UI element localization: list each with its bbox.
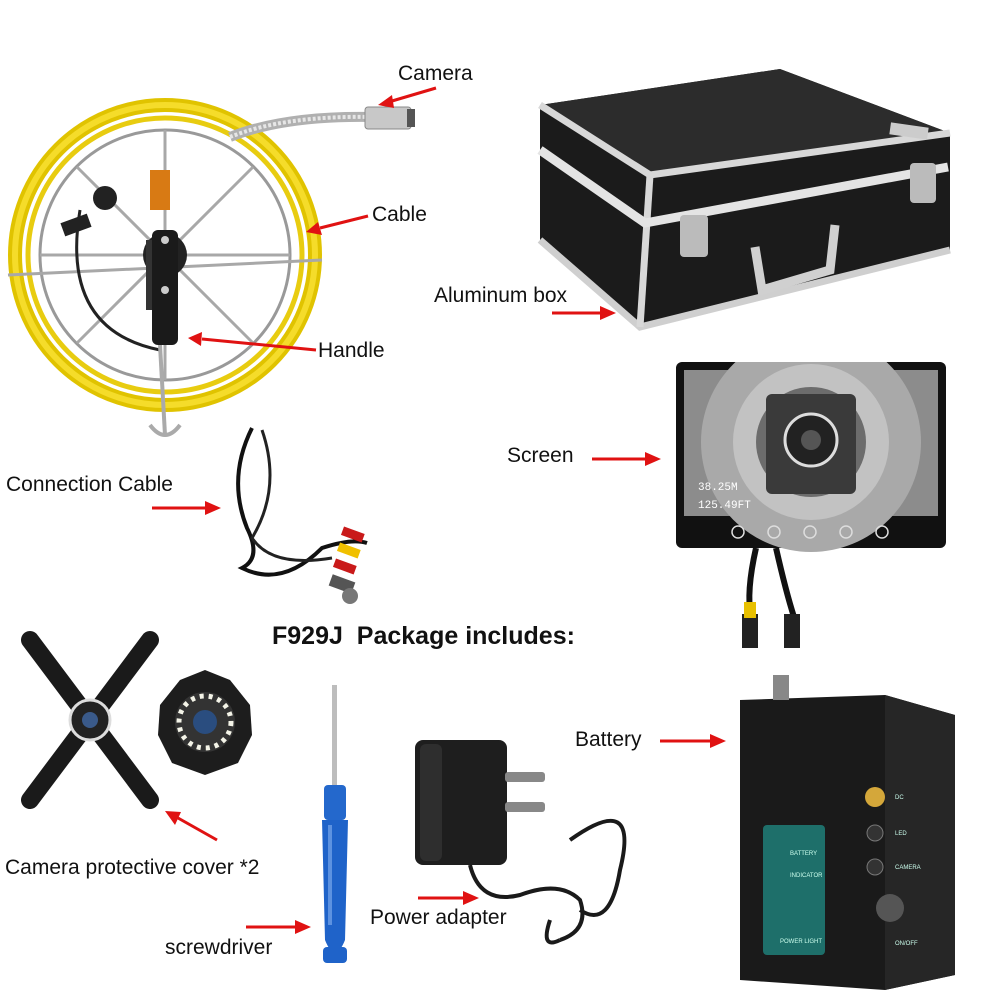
panel-indicator: INDICATOR xyxy=(790,873,823,879)
power-adapter-image xyxy=(415,740,627,945)
label-aluminum-box: Aluminum box xyxy=(434,284,568,307)
panel-side-onoff: ON/OFF xyxy=(895,941,918,947)
connection-cable-image xyxy=(236,427,368,604)
arrow-handle xyxy=(188,332,317,352)
osd-meters: 38.25M xyxy=(698,482,738,494)
label-connection-cable: Connection Cable xyxy=(6,473,173,496)
label-screen: Screen xyxy=(507,444,574,467)
arrow-screen xyxy=(592,452,661,466)
arrow-protective-cover xyxy=(165,811,218,842)
monitor-image: 38.25M 125.49FT xyxy=(676,362,946,648)
arrow-connection-cable xyxy=(152,501,221,515)
label-cable: Cable xyxy=(372,203,427,226)
label-screwdriver: screwdriver xyxy=(165,936,273,959)
arrow-battery xyxy=(660,734,726,748)
arrow-camera xyxy=(378,86,437,108)
label-camera: Camera xyxy=(398,62,473,85)
panel-side-camera: CAMERA xyxy=(895,865,921,871)
page-title: F929J Package includes: xyxy=(272,622,575,650)
arrow-screwdriver xyxy=(246,920,311,934)
label-camera-protective-cover: Camera protective cover *2 xyxy=(5,856,260,879)
panel-battery: BATTERY xyxy=(790,851,817,857)
screwdriver-image xyxy=(322,685,348,963)
camera-head-image xyxy=(228,106,415,142)
arrow-aluminum-box xyxy=(552,306,616,320)
label-power-adapter: Power adapter xyxy=(370,906,507,929)
cable-reel-image xyxy=(7,98,323,437)
panel-side-dc: DC xyxy=(895,795,904,801)
panel-side-led: LED xyxy=(895,831,907,837)
label-handle: Handle xyxy=(318,339,385,362)
arrow-power-adapter xyxy=(418,891,479,905)
osd-feet: 125.49FT xyxy=(698,500,751,512)
battery-box-image: BATTERY INDICATOR POWER LIGHT DC LED CAM… xyxy=(740,675,955,990)
protective-cover-round-image xyxy=(158,670,252,775)
aluminum-box-image xyxy=(537,69,951,331)
label-battery: Battery xyxy=(575,728,642,751)
arrow-cable xyxy=(306,214,369,235)
protective-cover-x-image xyxy=(21,631,159,809)
panel-power-light: POWER LIGHT xyxy=(780,939,822,945)
